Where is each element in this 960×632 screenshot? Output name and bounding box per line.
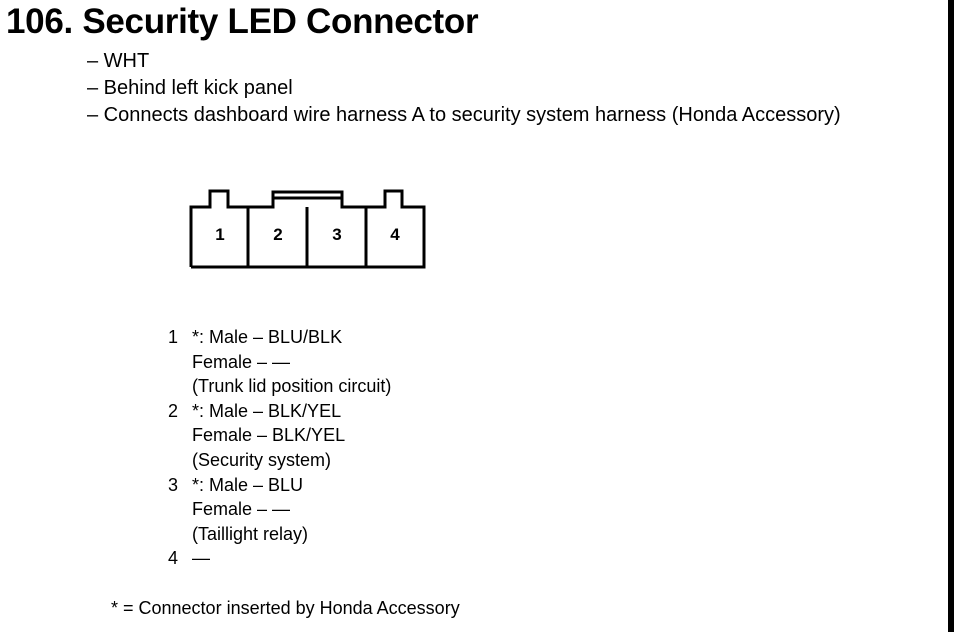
terminal-label: 4 xyxy=(390,225,400,244)
terminal-label: 1 xyxy=(215,225,224,244)
footnote: * = Connector inserted by Honda Accessor… xyxy=(111,598,460,618)
pin-item: 3 *: Male – BLU Female – — (Taillight re… xyxy=(168,473,391,547)
pin-circuit: (Trunk lid position circuit) xyxy=(192,376,392,397)
pin-number: 3 xyxy=(168,474,179,495)
pin-number: 4 xyxy=(168,548,179,569)
pin-item: 4 — xyxy=(168,546,391,571)
description-connection: – Connects dashboard wire harness A to s… xyxy=(87,104,841,126)
pin-male-color: *: Male – BLU xyxy=(192,474,304,495)
description-color: – WHT xyxy=(87,50,150,72)
terminal-label: 2 xyxy=(273,225,282,244)
pin-female-color: Female – BLK/YEL xyxy=(192,425,346,446)
pin-female-color: Female – — xyxy=(192,351,291,372)
page-border-rule xyxy=(948,0,954,632)
page-title: 106. Security LED Connector xyxy=(6,2,479,41)
terminal-label: 3 xyxy=(332,225,341,244)
pin-male-color: *: Male – BLK/YEL xyxy=(192,400,342,421)
description-location: – Behind left kick panel xyxy=(87,77,293,99)
pin-unused: — xyxy=(192,548,210,569)
pin-female-color: Female – — xyxy=(192,499,291,520)
pin-male-color: *: Male – BLU/BLK xyxy=(192,327,343,347)
connector-diagram: 1 2 3 4 xyxy=(189,189,426,269)
connector-description: – WHT – Behind left kick panel – Connect… xyxy=(87,48,841,129)
pin-item: 1 *: Male – BLU/BLK Female – — (Trunk li… xyxy=(168,325,391,399)
pin-number: 1 xyxy=(168,327,179,347)
pin-number: 2 xyxy=(168,400,179,421)
pin-item: 2 *: Male – BLK/YEL Female – BLK/YEL (Se… xyxy=(168,399,391,473)
pin-list: 1 *: Male – BLU/BLK Female – — (Trunk li… xyxy=(168,325,391,571)
pin-circuit: (Taillight relay) xyxy=(192,523,309,544)
pin-circuit: (Security system) xyxy=(192,449,332,470)
